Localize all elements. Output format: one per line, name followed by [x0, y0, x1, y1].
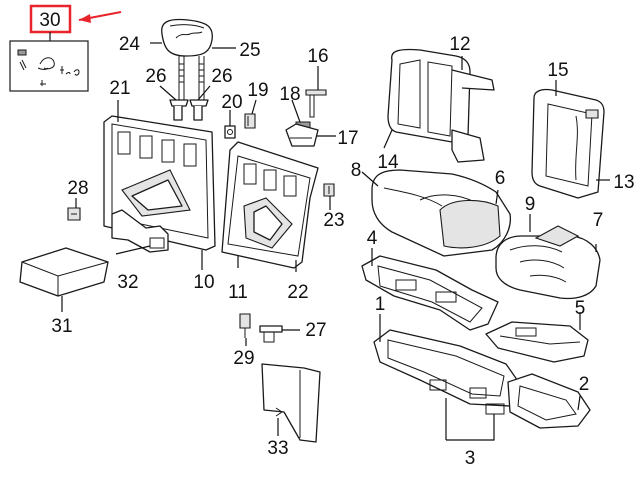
callout-33: 33 [267, 438, 288, 459]
callout-22: 22 [287, 282, 308, 303]
callout-16: 16 [307, 46, 328, 67]
callout-11: 11 [228, 282, 248, 303]
callout-27: 27 [305, 320, 326, 341]
part-20-latch[interactable] [224, 125, 236, 139]
callout-32: 32 [117, 272, 138, 293]
callout-20: 20 [221, 92, 242, 113]
callout-5: 5 [575, 298, 586, 319]
callout-6: 6 [495, 168, 506, 189]
callout-29: 29 [233, 348, 254, 369]
part-8-seat-cushion[interactable] [371, 169, 512, 257]
hardware-kit-pieces [17, 49, 80, 86]
part-29-bolt[interactable] [239, 313, 251, 338]
callout-2: 2 [579, 374, 590, 395]
part-12-seatback-cover[interactable] [387, 48, 495, 163]
callout-26-left: 26 [145, 66, 166, 87]
part-15-seatback-cover-small[interactable] [531, 88, 605, 199]
part-26-guide-right[interactable] [189, 99, 209, 121]
part-26-guide-left[interactable] [169, 99, 189, 121]
part-11-seatback-frame-right[interactable] [221, 141, 319, 269]
callout-3: 3 [465, 448, 476, 469]
callout-7: 7 [593, 210, 604, 231]
callout-24: 24 [119, 34, 141, 55]
part-32-bracket[interactable] [111, 209, 169, 253]
callout-19: 19 [247, 80, 268, 101]
highlight-arrowhead [79, 14, 91, 23]
part-27-hook[interactable] [259, 325, 283, 343]
part-19-clip[interactable] [244, 113, 256, 129]
callout-21: 21 [109, 78, 130, 99]
part-30-hardware-kit[interactable] [9, 4, 122, 92]
callout-8: 8 [351, 160, 362, 181]
part-16-handle[interactable] [305, 89, 327, 118]
callout-25: 25 [239, 40, 260, 61]
part-17-lock-base[interactable] [285, 123, 319, 147]
callout-17: 17 [337, 128, 358, 149]
callout-9: 9 [525, 194, 536, 215]
part-5-cushion-frame-small[interactable] [485, 321, 589, 363]
part-24-headrest[interactable] [161, 18, 213, 57]
callout-labels: 30 24 25 26 26 21 20 19 16 18 17 12 14 1… [39, 10, 634, 469]
part-23-striker[interactable] [323, 183, 335, 197]
callout-26-right: 26 [211, 66, 232, 87]
part-33-trim-panel[interactable] [261, 363, 321, 443]
callout-18: 18 [279, 84, 300, 105]
part-9-seat-cushion-small[interactable] [495, 225, 601, 300]
part-4-cushion-frame[interactable] [361, 255, 499, 331]
part-2-seat-pan-small[interactable] [485, 373, 591, 429]
callout-12: 12 [449, 34, 470, 55]
hardware-kit-box [9, 40, 89, 92]
callout-13: 13 [613, 172, 634, 193]
callout-10: 10 [193, 272, 214, 293]
leader-lines [61, 42, 610, 441]
callout-4: 4 [367, 228, 378, 249]
callout-28: 28 [67, 178, 88, 199]
callout-31: 31 [51, 316, 72, 337]
callout-30: 30 [39, 10, 60, 31]
part-31-pad[interactable] [19, 247, 109, 297]
callout-15: 15 [547, 60, 568, 81]
part-28-clip[interactable] [67, 207, 81, 221]
callout-23: 23 [323, 210, 344, 231]
callout-1: 1 [375, 294, 386, 315]
callout-14: 14 [377, 152, 399, 173]
headrest-posts [178, 56, 205, 100]
